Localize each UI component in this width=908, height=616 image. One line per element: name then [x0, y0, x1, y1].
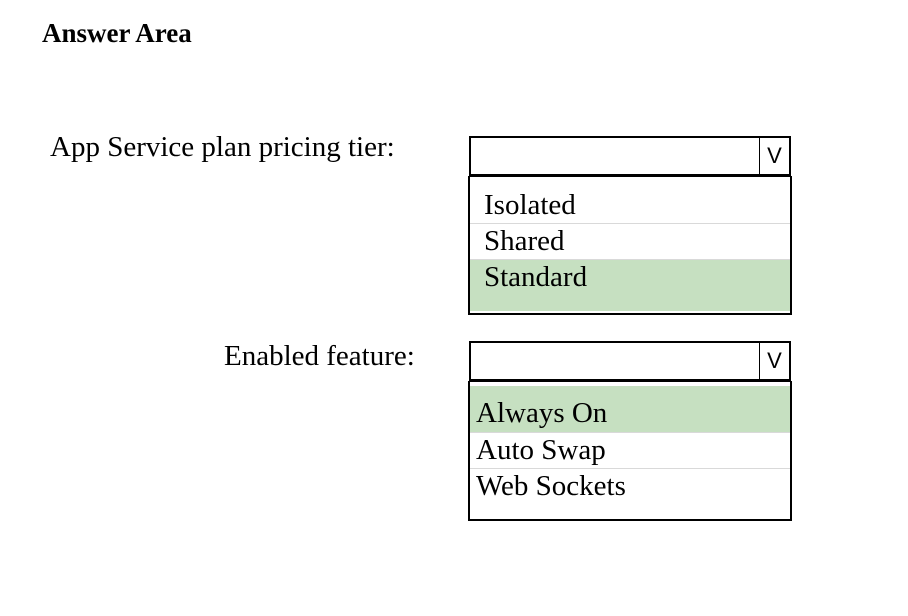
answer-area-title: Answer Area [42, 18, 192, 48]
pricing-tier-dropdown[interactable]: V [469, 136, 791, 176]
option-shared[interactable]: Shared [470, 224, 790, 260]
chevron-down-icon[interactable]: V [759, 138, 789, 174]
chevron-down-icon[interactable]: V [759, 343, 789, 379]
option-auto-swap[interactable]: Auto Swap [470, 433, 790, 469]
pricing-tier-options: Isolated Shared Standard [468, 176, 792, 315]
pricing-tier-label: App Service plan pricing tier: [50, 131, 395, 163]
enabled-feature-dropdown[interactable]: V [469, 341, 791, 381]
enabled-feature-label: Enabled feature: [224, 340, 415, 372]
option-isolated[interactable]: Isolated [470, 188, 790, 224]
option-always-on[interactable]: Always On [470, 386, 790, 433]
enabled-feature-options: Always On Auto Swap Web Sockets [468, 381, 792, 521]
option-standard[interactable]: Standard [470, 260, 790, 311]
option-web-sockets[interactable]: Web Sockets [476, 470, 626, 502]
